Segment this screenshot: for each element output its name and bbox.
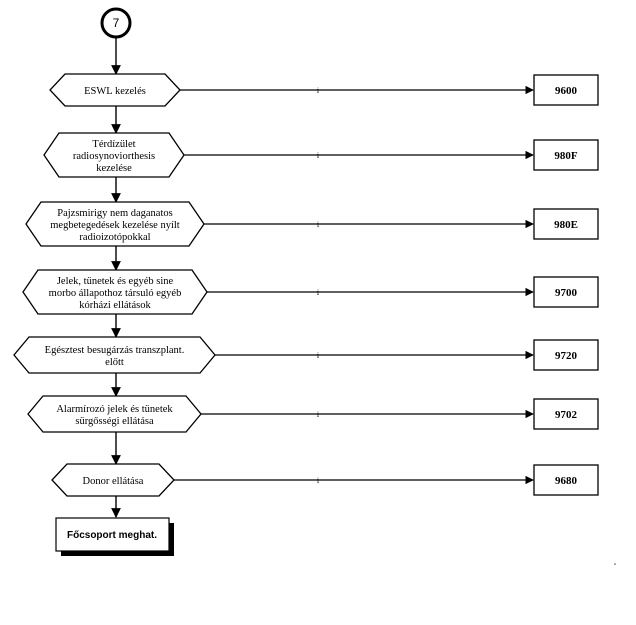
step-label-line: sürgősségi ellátása [75, 416, 154, 427]
code-label: 980E [554, 219, 578, 231]
connector-label: 7 [113, 16, 120, 30]
code-box [533, 464, 599, 496]
code-box [533, 276, 599, 308]
step-label-line: előtt [105, 357, 124, 368]
step-7: Donor ellátása i 9680 [51, 463, 599, 497]
step-hexagon [22, 269, 208, 315]
arrow-mark: i [317, 476, 320, 485]
step-5: Egésztest besugárzás transzplant.előtt i 9… [13, 336, 599, 374]
step-hexagon [25, 201, 205, 247]
step-hexagon [13, 336, 216, 374]
step-label-line: radioizotópokkal [79, 232, 150, 243]
code-label: 9680 [555, 475, 578, 487]
page-footnote: " [614, 564, 616, 570]
arrow-mark: i [317, 288, 320, 297]
step-label-line: Alarmírozó jelek és tünetek [56, 404, 173, 415]
step-3: Pajzsmirigy nem daganatosmegbetegedések … [25, 201, 599, 247]
step-hexagon [43, 132, 185, 178]
step-label-line: megbetegedések kezelése nyílt [50, 220, 180, 231]
step-label-line: ESWL kezelés [84, 86, 146, 97]
arrow-mark: i [317, 351, 320, 360]
arrow-mark: i [317, 220, 320, 229]
terminal-label: Főcsoport meghat. [67, 530, 157, 541]
arrow-mark: i [317, 410, 320, 419]
connector-node: 7 [100, 7, 132, 39]
step-hexagon [49, 73, 181, 107]
step-hexagon [51, 463, 175, 497]
code-label: 9600 [555, 85, 578, 97]
step-1: ESWL kezelés i 9600 [49, 73, 599, 107]
step-label-line: Pajzsmirigy nem daganatos [57, 208, 172, 219]
step-label-line: Egésztest besugárzás transzplant. [45, 345, 185, 356]
step-label-line: radiosynoviorthesis [73, 151, 155, 162]
code-box [533, 208, 599, 240]
step-hexagon [27, 395, 202, 433]
step-label-line: Donor ellátása [83, 476, 144, 487]
terminal-node: Főcsoport meghat. [55, 517, 174, 556]
arrow-mark: i [317, 151, 320, 160]
step-label-line: kórházi ellátások [79, 300, 151, 311]
step-label-line: kezelése [96, 163, 132, 174]
step-label-line: Térdízület [92, 139, 135, 150]
code-box [533, 339, 599, 371]
code-label: 9720 [555, 350, 578, 362]
code-box [533, 74, 599, 106]
step-label-line: Jelek, tünetek és egyéb sine [57, 276, 174, 287]
code-box [533, 398, 599, 430]
code-label: 9700 [555, 287, 578, 299]
steps-layer: ESWL kezelés i 9600Térdízületradiosynovior… [13, 37, 599, 518]
code-label: 9702 [555, 409, 578, 421]
arrow-mark: i [317, 86, 320, 95]
code-label: 980F [554, 150, 578, 162]
code-box [533, 139, 599, 171]
step-label-line: morbo állapothoz társuló egyéb [49, 288, 182, 299]
